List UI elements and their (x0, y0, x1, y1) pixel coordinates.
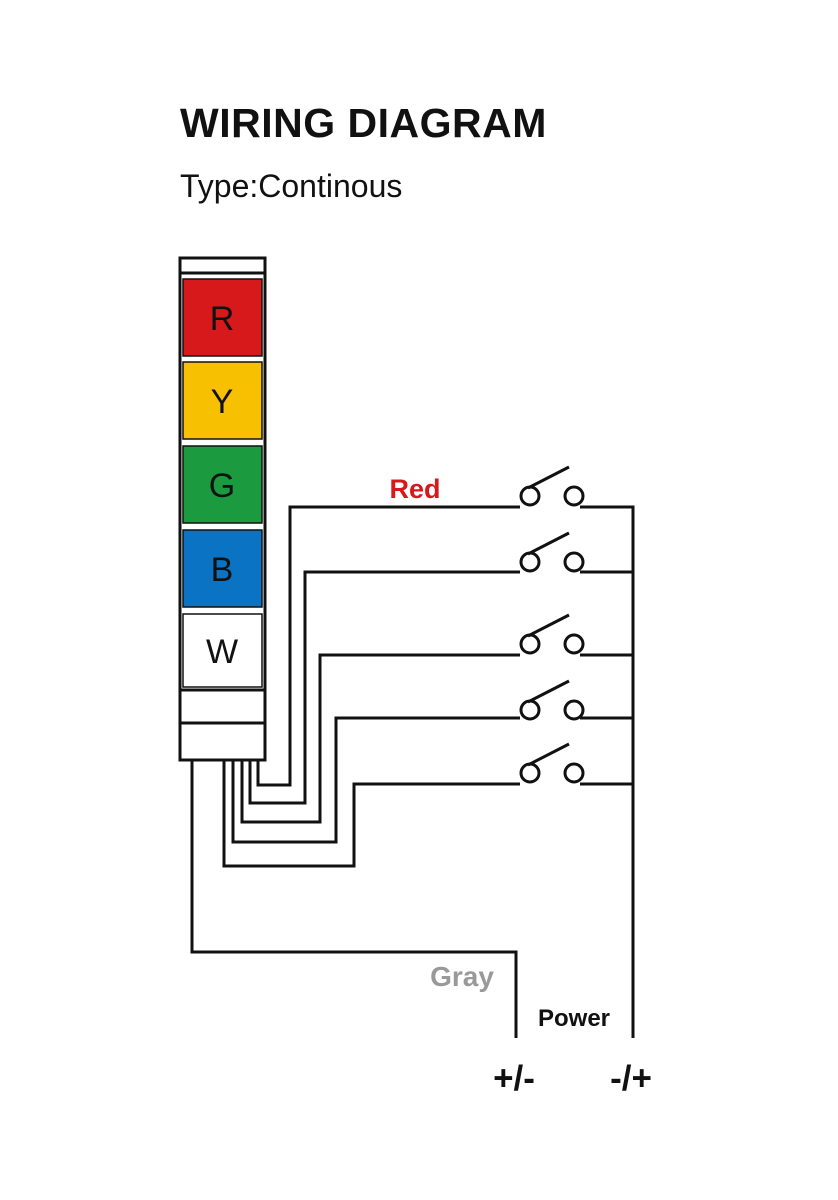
switch-green (519, 613, 585, 655)
switch-red (519, 465, 585, 507)
wire-green (240, 653, 520, 824)
signal-tower: R Y G B W (178, 256, 267, 762)
segment-green (182, 445, 263, 524)
segment-green-label: G (209, 467, 235, 505)
terminal-right-label: -/+ (610, 1059, 652, 1098)
wire-power-bus (580, 505, 635, 1038)
segment-blue-label: B (211, 551, 234, 589)
wire-yellow (248, 570, 520, 805)
segment-red (182, 278, 263, 357)
segment-white (182, 613, 263, 688)
wire-blue (231, 716, 520, 844)
gray-wire-label: Gray (430, 961, 494, 992)
diagram-title: WIRING DIAGRAM (180, 100, 547, 146)
switches (519, 465, 585, 784)
wire-red (256, 505, 520, 787)
switch-blue (519, 679, 585, 721)
power-label: Power (538, 1005, 610, 1032)
wire-white (222, 760, 520, 868)
wire-common-gray (190, 760, 518, 1038)
diagram-subtitle: Type:Continous (180, 168, 403, 204)
tower-cap (178, 256, 267, 275)
segment-yellow (182, 361, 263, 440)
segment-red-label: R (210, 300, 235, 338)
switch-white (519, 742, 585, 784)
segment-blue (182, 529, 263, 608)
terminal-left-label: +/- (493, 1059, 535, 1098)
red-wire-label: Red (389, 474, 440, 504)
segment-white-label: W (206, 633, 238, 671)
segment-yellow-label: Y (211, 383, 234, 421)
wires (190, 505, 635, 1038)
switch-yellow (519, 531, 585, 573)
